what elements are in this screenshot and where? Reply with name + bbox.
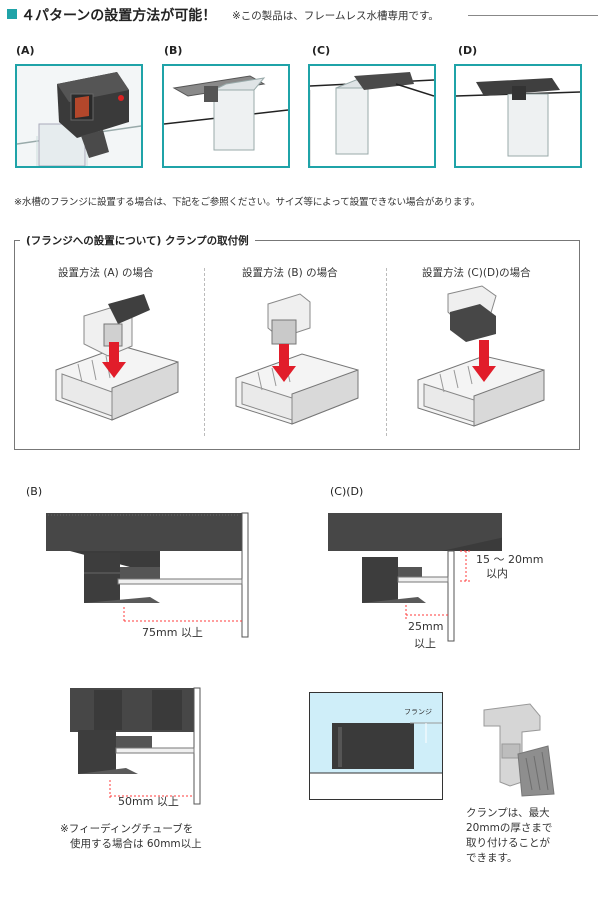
dim-cd-flange-range-suffix: 以内 [486,567,508,580]
dim-cd-clearance: 25mm [408,620,444,633]
case-cd-label: 設置方法 (C)(D)の場合 [422,267,531,279]
pattern-b-image [162,64,290,168]
pattern-c-image [308,64,436,168]
dim-a-diagram [66,686,206,806]
pattern-a-image [15,64,143,168]
clamp-note-line3: 取り付けることが [466,837,550,849]
clamp-note-line1: クランプは、最大 [466,807,550,819]
case-a-label: 設置方法 (A) の場合 [58,267,154,279]
case-divider-1 [204,268,205,436]
flange-section-title: (フランジへの設置について) クランプの取付例 [20,233,255,248]
dim-cd-diagram [322,505,514,645]
clamp-note-line4: できます。 [466,852,518,864]
flange-label: フランジ [404,708,432,716]
flange-section-frame [14,240,580,450]
clamp-image [470,698,560,798]
pattern-d-image [454,64,582,168]
flange-note: ※水槽のフランジに設置する場合は、下記をご参照ください。サイズ等によって設置でき… [14,197,481,208]
dim-cd-clearance-suffix: 以上 [414,637,436,650]
frameless-note: ※この製品は、フレームレス水槽専用です。 [232,10,439,22]
dim-b-diagram [40,505,270,645]
case-b-label: 設置方法 (B) の場合 [242,267,338,279]
pattern-a-label: (A) [16,44,35,57]
case-a-illustration [48,282,198,437]
dim-cd-flange-range: 15 〜 20mm [476,553,544,566]
feeding-tube-note-line1: ※フィーディングチューブを [60,823,194,835]
pattern-c-label: (C) [312,44,331,57]
dim-b-clearance: 75mm 以上 [142,626,203,639]
dim-a-clearance: 50mm 以上 [118,795,179,808]
case-cd-illustration [410,282,560,437]
case-divider-2 [386,268,387,436]
header-rule [468,15,598,16]
feeding-tube-note-line2: 使用する場合は 60mm以上 [70,838,202,850]
pattern-d-label: (D) [458,44,478,57]
flange-closeup [309,692,443,800]
dim-b-label: (B) [26,485,43,498]
dim-cd-label: (C)(D) [330,485,364,498]
case-b-illustration [228,282,378,437]
clamp-note-line2: 20mmの厚さまで [466,822,553,834]
pattern-b-label: (B) [164,44,183,57]
header-accent-square [7,9,17,19]
page-title: ４パターンの設置方法が可能！ [21,8,217,24]
